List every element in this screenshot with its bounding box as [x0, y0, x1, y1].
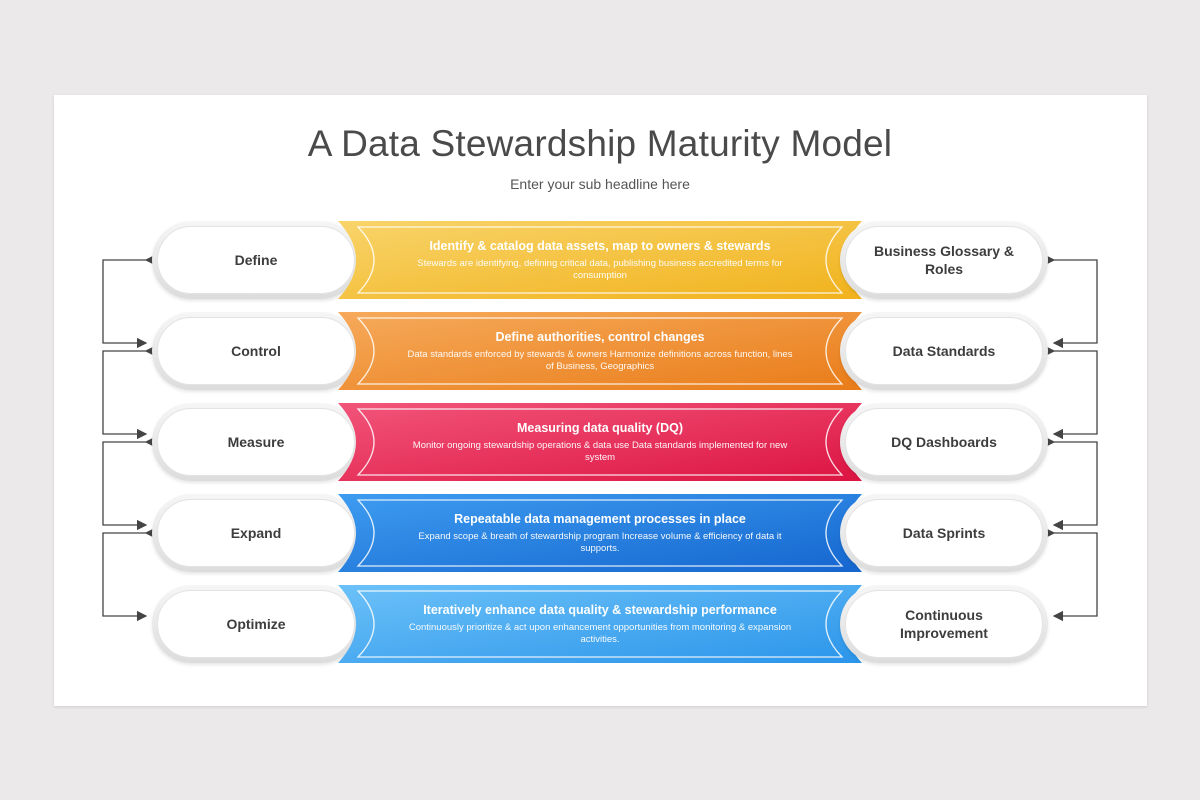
left-connector-arrow [102, 254, 156, 349]
stage-label: Control [157, 317, 355, 385]
band-shape [338, 221, 862, 299]
stage-pill-expand: Expand [152, 494, 360, 572]
right-connector-arrow [1044, 436, 1098, 531]
outcome-pill: Business Glossary & Roles [840, 221, 1048, 299]
stage-band-measure: Measuring data quality (DQ) Monitor ongoi… [336, 403, 864, 481]
outcome-pill: Continuous Improvement [840, 585, 1048, 663]
outcome-pill: DQ Dashboards [840, 403, 1048, 481]
band-shape [338, 585, 862, 663]
outcome-label: DQ Dashboards [845, 408, 1043, 476]
right-connector-arrow [1044, 254, 1098, 349]
outcome-label: Continuous Improvement [845, 590, 1043, 658]
outcome-pill: Data Standards [840, 312, 1048, 390]
band-shape [338, 494, 862, 572]
stage-heading: Identify & catalog data assets, map to o… [429, 238, 771, 253]
stage-description: Stewards are identifying, defining criti… [417, 257, 783, 281]
page-title: A Data Stewardship Maturity Model [307, 123, 893, 164]
right-connector-arrow [1044, 527, 1098, 622]
outcome-label: Business Glossary & Roles [845, 226, 1043, 294]
stage-heading: Measuring data quality (DQ) [517, 420, 683, 435]
stage-pill-measure: Measure [152, 403, 360, 481]
outcome-label: Data Standards [845, 317, 1043, 385]
stage-description: Expand scope & breath of stewardship pro… [418, 530, 782, 554]
stage-pill-optimize: Optimize [152, 585, 360, 663]
stage-band-define: Identify & catalog data assets, map to o… [336, 221, 864, 299]
band-text: Identify & catalog data assets, map to o… [406, 221, 794, 299]
stage-description: Continuously prioritize & act upon enhan… [408, 621, 792, 645]
stage-label: Optimize [157, 590, 355, 658]
stage-label: Expand [157, 499, 355, 567]
band-text: Measuring data quality (DQ) Monitor ongoi… [406, 403, 794, 481]
stage-heading: Repeatable data management processes in … [454, 511, 746, 526]
left-connector-arrow [102, 345, 156, 440]
stage-band-expand: Repeatable data management processes in … [336, 494, 864, 572]
stage-pill-control: Control [152, 312, 360, 390]
band-shape [338, 312, 862, 390]
stage-label: Define [157, 226, 355, 294]
page-subtitle: Enter your sub headline here [510, 176, 690, 192]
stage-heading: Define authorities, control changes [495, 329, 705, 344]
stage-heading: Iteratively enhance data quality & stewa… [423, 602, 777, 617]
band-text: Repeatable data management processes in … [406, 494, 794, 572]
band-text: Iteratively enhance data quality & stewa… [406, 585, 794, 663]
stage-pill-define: Define [152, 221, 360, 299]
stage-description: Monitor ongoing stewardship operations &… [412, 439, 788, 463]
left-connector-arrow [102, 436, 156, 531]
stage-band-optimize: Iteratively enhance data quality & stewa… [336, 585, 864, 663]
left-connector-arrow [102, 527, 156, 622]
right-connector-arrow [1044, 345, 1098, 440]
stage-description: Data standards enforced by stewards & ow… [407, 348, 793, 372]
outcome-label: Data Sprints [845, 499, 1043, 567]
outcome-pill: Data Sprints [840, 494, 1048, 572]
band-shape [338, 403, 862, 481]
stage-label: Measure [157, 408, 355, 476]
